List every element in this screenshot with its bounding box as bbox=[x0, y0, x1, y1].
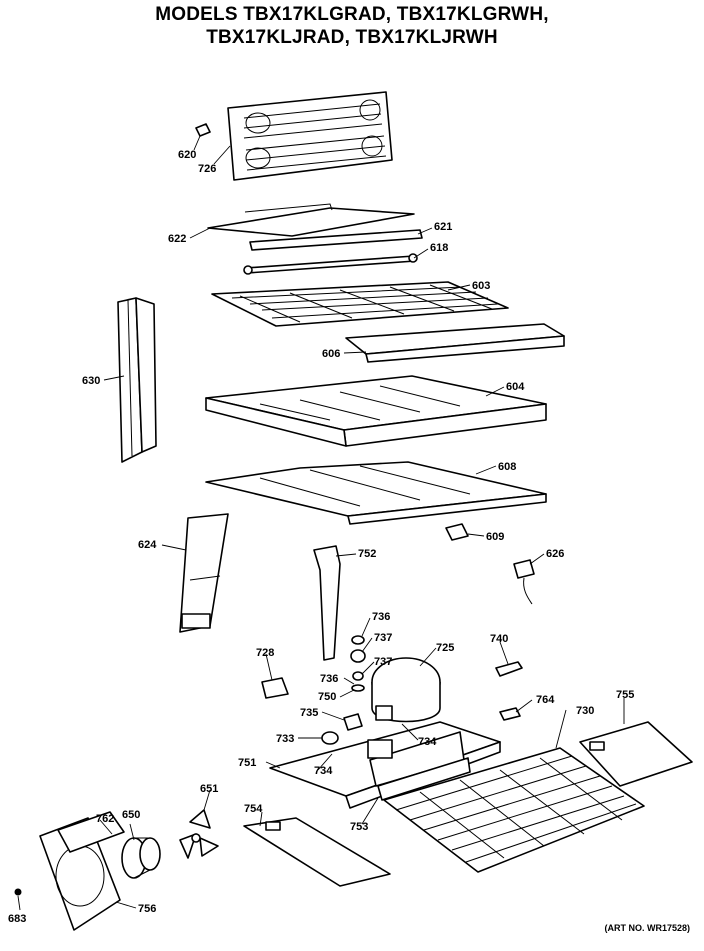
callout-606: 606 bbox=[322, 348, 340, 360]
callout-764: 764 bbox=[536, 694, 555, 706]
callout-737-lower: 737 bbox=[374, 656, 392, 668]
compressor-725 bbox=[371, 657, 441, 723]
leader-lines bbox=[17, 135, 625, 911]
title-line-2: TBX17KLJRAD, TBX17KLJRWH bbox=[206, 27, 498, 48]
callout-734-left: 734 bbox=[314, 765, 333, 777]
callout-626: 626 bbox=[546, 548, 564, 560]
callout-608: 608 bbox=[498, 461, 516, 473]
callout-622: 622 bbox=[168, 233, 186, 245]
callout-736-upper: 736 bbox=[372, 611, 390, 623]
shroud-756 bbox=[39, 811, 125, 931]
callout-728: 728 bbox=[256, 647, 274, 659]
callout-labels: 620 726 622 621 618 603 606 630 604 608 … bbox=[8, 149, 634, 925]
callout-725: 725 bbox=[436, 642, 454, 654]
callout-755: 755 bbox=[616, 689, 634, 701]
callout-651: 651 bbox=[200, 783, 218, 795]
callout-751: 751 bbox=[238, 757, 256, 769]
callout-630: 630 bbox=[82, 375, 100, 387]
relay-728 bbox=[261, 677, 289, 699]
callout-750: 750 bbox=[318, 691, 336, 703]
fitting-733 bbox=[321, 731, 339, 745]
panel-624 bbox=[179, 513, 229, 633]
pan-608 bbox=[205, 461, 547, 525]
callout-620: 620 bbox=[178, 149, 196, 161]
art-number: (ART NO. WR17528) bbox=[604, 923, 690, 933]
callout-753: 753 bbox=[350, 821, 368, 833]
callout-756: 756 bbox=[138, 903, 156, 915]
callout-730: 730 bbox=[576, 705, 594, 717]
fan-blade-651 bbox=[179, 809, 219, 859]
callout-609: 609 bbox=[486, 531, 504, 543]
clip-740 bbox=[495, 661, 523, 677]
rail-753 bbox=[377, 757, 471, 801]
bracket-752 bbox=[313, 545, 341, 661]
callout-740: 740 bbox=[490, 633, 508, 645]
part-626 bbox=[513, 559, 535, 605]
plate-755 bbox=[579, 721, 693, 787]
callout-735: 735 bbox=[300, 707, 318, 719]
column-630 bbox=[117, 297, 157, 463]
callout-754: 754 bbox=[244, 803, 263, 815]
callout-650: 650 bbox=[122, 809, 140, 821]
plate-754 bbox=[243, 817, 391, 887]
grommet-736-737 bbox=[350, 635, 366, 692]
bracket-609 bbox=[445, 523, 469, 541]
title-line-1: MODELS TBX17KLGRAD, TBX17KLGRWH, bbox=[155, 4, 549, 25]
callout-604: 604 bbox=[506, 381, 525, 393]
callout-683: 683 bbox=[8, 913, 26, 925]
callout-752: 752 bbox=[358, 548, 376, 560]
condenser-730 bbox=[383, 747, 645, 873]
callout-726: 726 bbox=[198, 163, 216, 175]
motor-650 bbox=[121, 837, 161, 879]
drawer-front-606 bbox=[345, 323, 565, 363]
callout-736-lower: 736 bbox=[320, 673, 338, 685]
rail-621 bbox=[249, 229, 423, 251]
screw-683 bbox=[14, 888, 22, 896]
callout-624: 624 bbox=[138, 539, 157, 551]
callout-734-right: 734 bbox=[418, 736, 437, 748]
part-620 bbox=[195, 123, 211, 137]
callout-621: 621 bbox=[434, 221, 452, 233]
rod-618 bbox=[243, 253, 418, 275]
evaporator-726 bbox=[227, 91, 393, 181]
callout-603: 603 bbox=[472, 280, 490, 292]
cover-622 bbox=[207, 203, 415, 237]
callout-618: 618 bbox=[430, 242, 448, 254]
clamp-764 bbox=[499, 707, 521, 721]
part-735 bbox=[343, 713, 363, 731]
callout-733: 733 bbox=[276, 733, 294, 745]
callout-737-upper: 737 bbox=[374, 632, 392, 644]
callout-762: 762 bbox=[96, 813, 114, 825]
pan-604 bbox=[205, 375, 547, 447]
wire-shelf-603 bbox=[211, 281, 509, 327]
